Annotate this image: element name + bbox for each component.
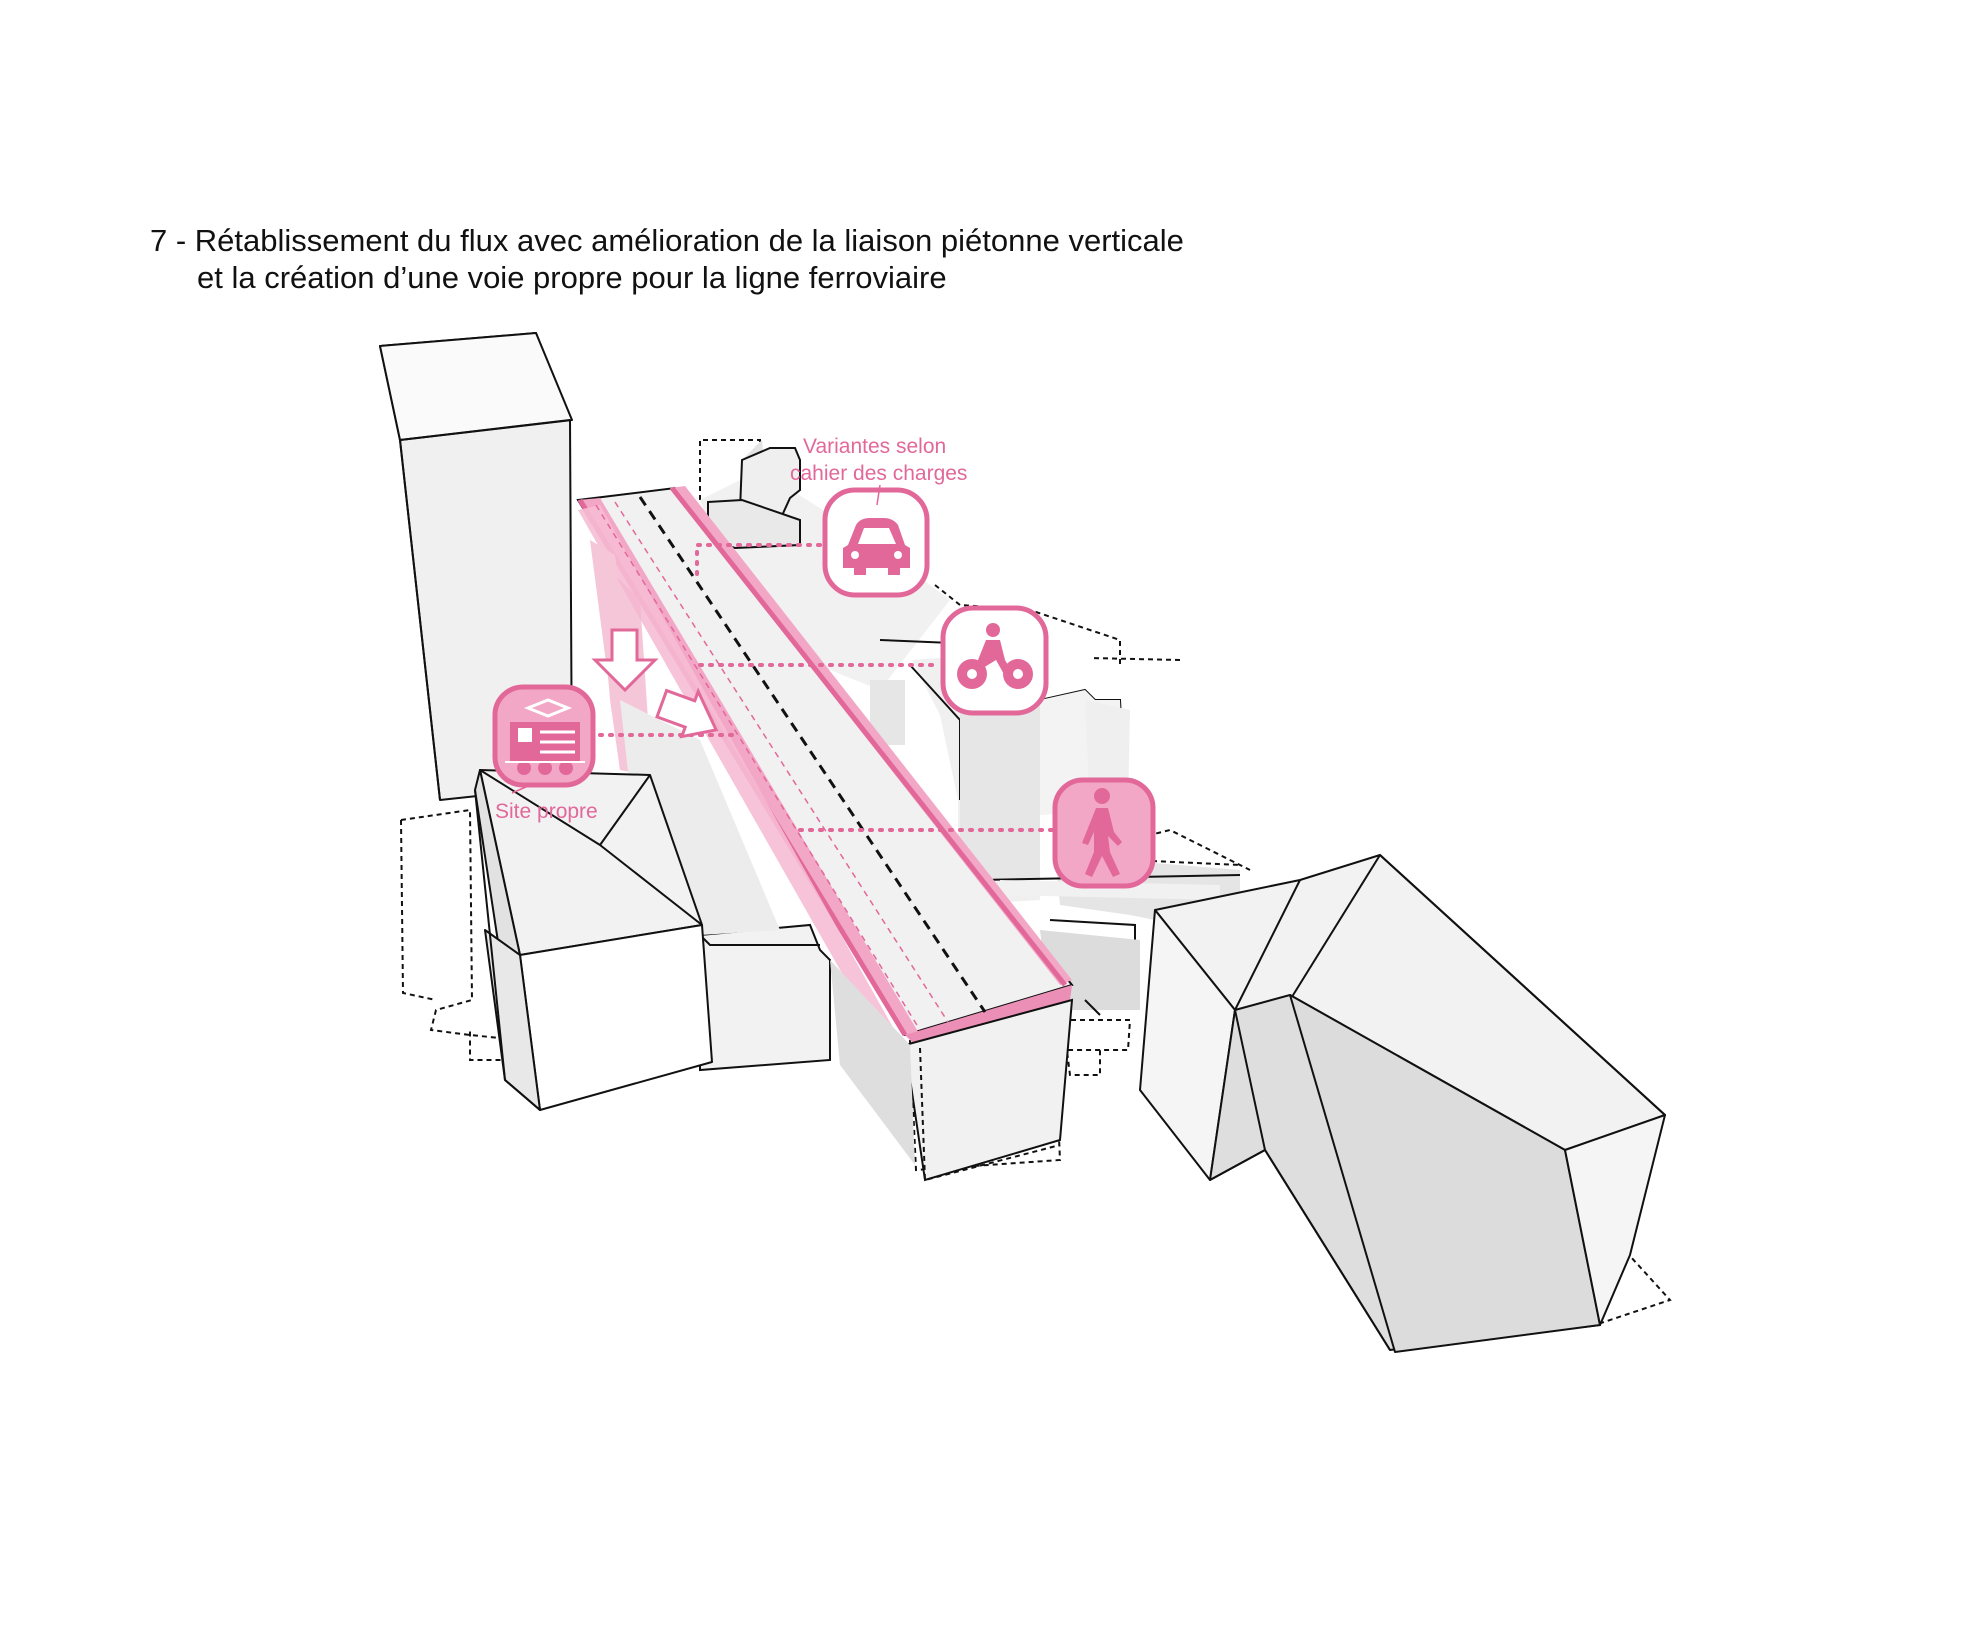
bicycle-icon bbox=[940, 605, 1049, 716]
title-line-2: et la création d’une voie propre pour la… bbox=[197, 260, 947, 295]
title-line-1: 7 - Rétablissement du flux avec améliora… bbox=[150, 223, 1184, 258]
left-house bbox=[474, 769, 713, 1111]
rear-building bbox=[707, 447, 801, 550]
bridge bbox=[576, 486, 1074, 1182]
pedestrian-icon bbox=[1052, 777, 1156, 889]
variantes-label-line-1: Variantes selon bbox=[803, 435, 946, 458]
tall-tower bbox=[379, 332, 573, 801]
right-arrow-icon bbox=[655, 687, 719, 739]
site-propre-label: Site propre bbox=[495, 800, 598, 823]
variantes-label-line-2: cahier des charges bbox=[790, 462, 967, 485]
variantes-pointer bbox=[876, 484, 881, 506]
right-house bbox=[1139, 854, 1666, 1353]
train-icon bbox=[492, 684, 596, 788]
car-icon bbox=[822, 487, 930, 598]
flow-arrows bbox=[591, 628, 719, 739]
down-arrow-icon bbox=[591, 628, 659, 693]
connector-lines bbox=[598, 543, 1062, 832]
site-propre-pointer bbox=[511, 782, 536, 794]
diagram-title: 7 - Rétablissement du flux avec améliora… bbox=[150, 222, 1184, 296]
